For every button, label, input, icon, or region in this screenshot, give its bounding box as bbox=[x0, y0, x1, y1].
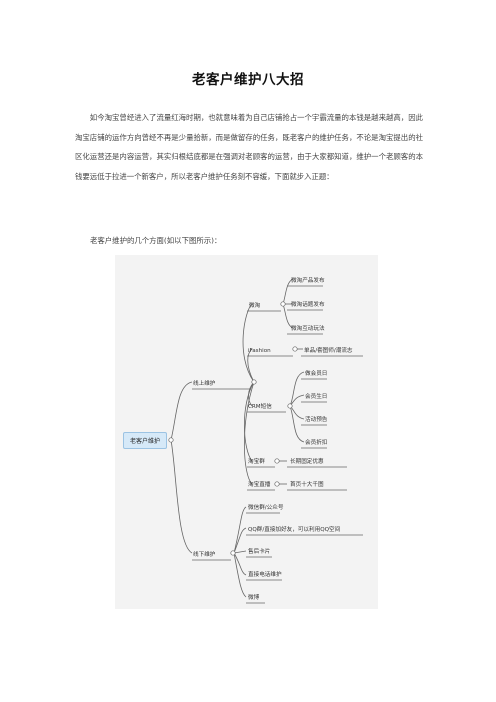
branch-offline: 线下维护 bbox=[193, 552, 216, 558]
leaf-offline-3: 售后卡片 bbox=[248, 549, 271, 555]
leaf-offline-2: QQ群/直接加好友，可以利用QQ空间 bbox=[248, 527, 341, 533]
leaf-weitao-1: 微淘产品发布 bbox=[291, 278, 325, 284]
leaf-ifashion-1: 单品/套图师/潮流志 bbox=[304, 348, 353, 354]
node-weitao: 微淘 bbox=[249, 303, 261, 309]
node-zhibo: 淘宝直播 bbox=[248, 482, 271, 488]
node-crm: CRM短信 bbox=[248, 404, 272, 410]
leaf-offline-5: 微博 bbox=[248, 595, 260, 601]
leaf-offline-4: 直接电话维护 bbox=[248, 572, 282, 578]
leaf-weitao-2: 微淘话题发布 bbox=[291, 302, 325, 308]
leaf-zhibo-1: 首页十大千图 bbox=[290, 482, 324, 488]
leaf-crm-3: 活动预告 bbox=[305, 417, 328, 423]
leaf-crm-4: 会员折扣 bbox=[305, 440, 328, 446]
mindmap-image: 老客户维护 线上维护 线下维护 微淘 iFashion CRM短信 淘宝群 淘宝… bbox=[115, 255, 378, 609]
node-ifashion: iFashion bbox=[248, 348, 271, 354]
leaf-offline-1: 微信群/公众号 bbox=[248, 505, 284, 511]
document-title: 老客户维护八大招 bbox=[192, 72, 304, 88]
leaf-crm-1: 做会员日 bbox=[305, 371, 328, 377]
mindmap-connectors bbox=[168, 278, 363, 604]
node-taoqun: 淘宝群 bbox=[248, 459, 265, 465]
leaf-crm-2: 会员生日 bbox=[305, 394, 328, 400]
leaf-weitao-3: 微淘互动玩法 bbox=[291, 326, 325, 332]
mindmap-root: 老客户维护 bbox=[123, 432, 168, 449]
body-paragraph: 如今淘宝曾经进入了流量红海时期，也就意味着为自己店铺抢占一个宇霸流量的本钱是越来… bbox=[75, 113, 423, 181]
leaf-taoqun-1: 长期固定优惠 bbox=[290, 459, 324, 465]
mindmap-intro: 老客户维护的几个方面(如以下图所示)： bbox=[90, 236, 222, 245]
branch-online: 线上维护 bbox=[193, 381, 216, 387]
